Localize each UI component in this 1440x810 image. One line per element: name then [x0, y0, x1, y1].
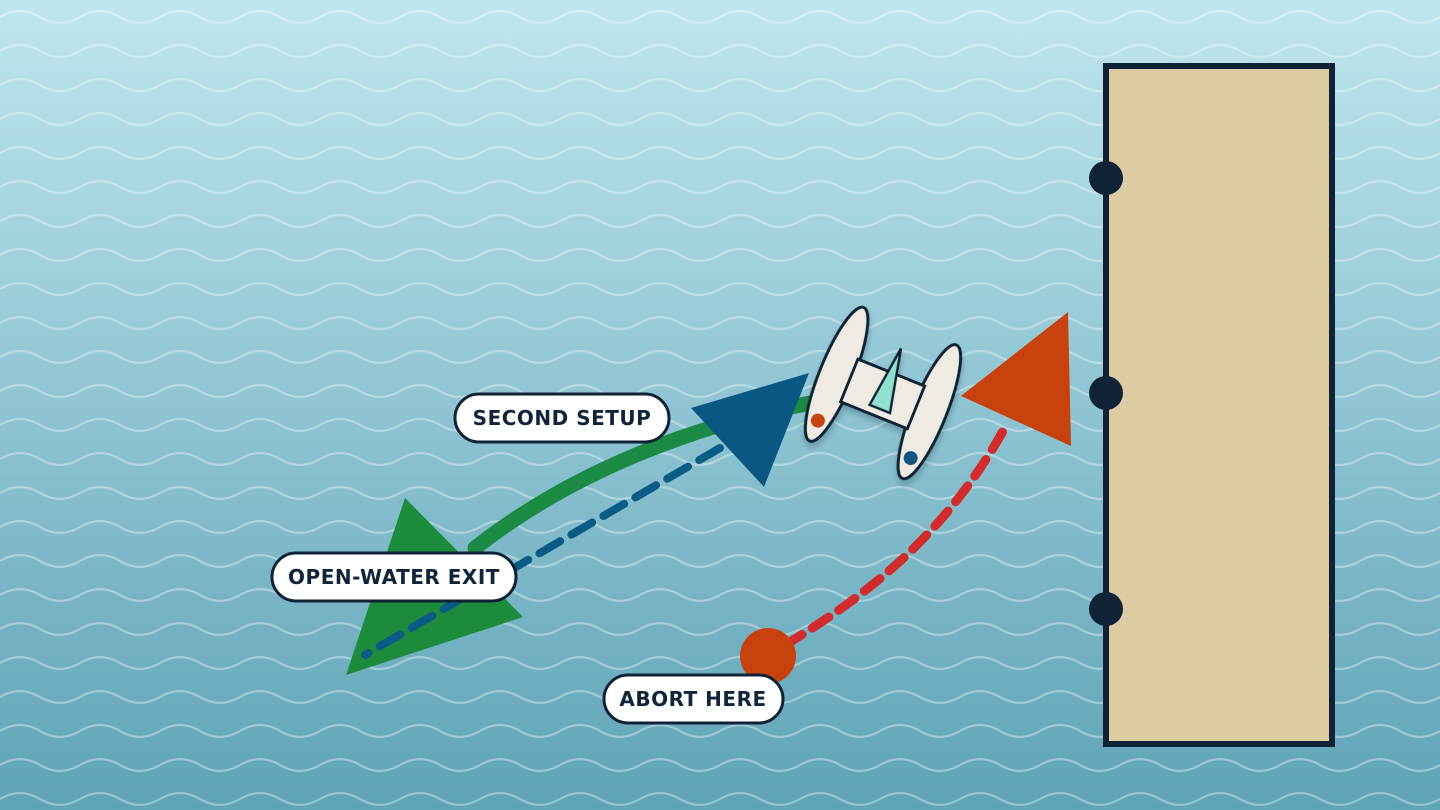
second-setup-arrowhead: [691, 373, 809, 487]
dock-cleat-icon: [1089, 161, 1123, 195]
dock-cleat-icon: [1089, 592, 1123, 626]
boat-sail: [867, 347, 903, 415]
catamaran-icon: [803, 305, 963, 481]
abort-path: [780, 417, 1013, 650]
second-setup-label: SECOND SETUP: [453, 392, 671, 444]
port-light: [810, 413, 825, 428]
starboard-light: [903, 451, 918, 466]
open-water-exit-label: OPEN-WATER EXIT: [270, 551, 518, 603]
abort-marker: [740, 628, 796, 684]
dock-approach-arrowhead: [961, 312, 1071, 446]
open-water-exit-text: OPEN-WATER EXIT: [288, 565, 500, 589]
dock: [1103, 63, 1335, 747]
dock-cleat-icon: [1089, 376, 1123, 410]
abort-here-label: ABORT HERE: [602, 673, 785, 725]
second-setup-text: SECOND SETUP: [473, 406, 652, 430]
second-setup-path: [361, 444, 724, 659]
abort-here-text: ABORT HERE: [619, 687, 766, 711]
